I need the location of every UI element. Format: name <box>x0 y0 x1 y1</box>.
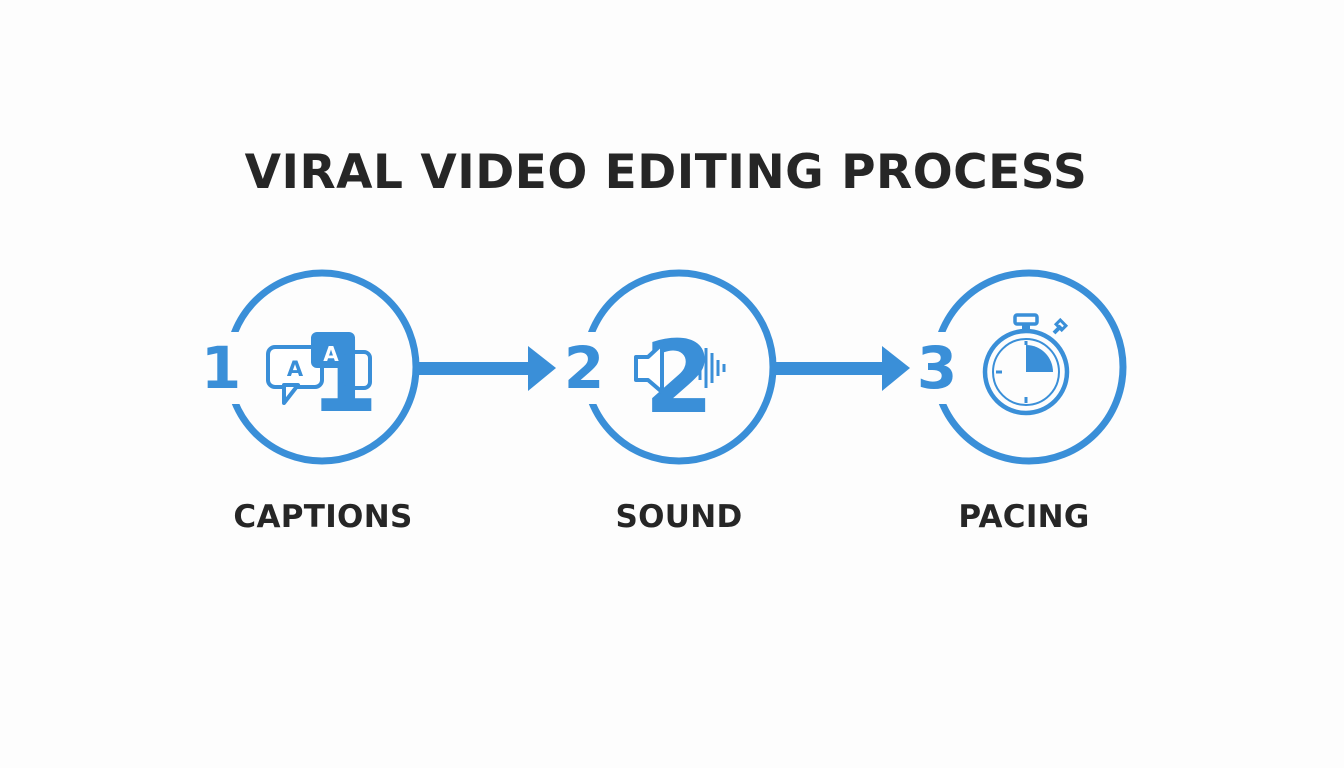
diagram-title: VIRAL VIDEO EDITING PROCESS <box>244 145 1088 200</box>
step-3-number: 3 <box>916 334 958 402</box>
step-3-label: PACING <box>958 499 1090 535</box>
captions-icon-letter-b: A <box>323 342 339 366</box>
step-2-label: SOUND <box>615 499 743 535</box>
arrow-1-to-2 <box>418 346 556 391</box>
arrow-2-to-3 <box>776 346 910 391</box>
stopwatch-icon <box>982 313 1070 416</box>
captions-icon-letter-a: A <box>287 357 304 381</box>
speaker-sound-wave-icon: 2 <box>634 319 726 436</box>
step-2-number: 2 <box>563 334 605 402</box>
step-1-number: 1 <box>200 334 242 402</box>
step-1-label: CAPTIONS <box>233 499 413 535</box>
captions-speech-bubbles-icon: 1 A A <box>266 321 378 435</box>
